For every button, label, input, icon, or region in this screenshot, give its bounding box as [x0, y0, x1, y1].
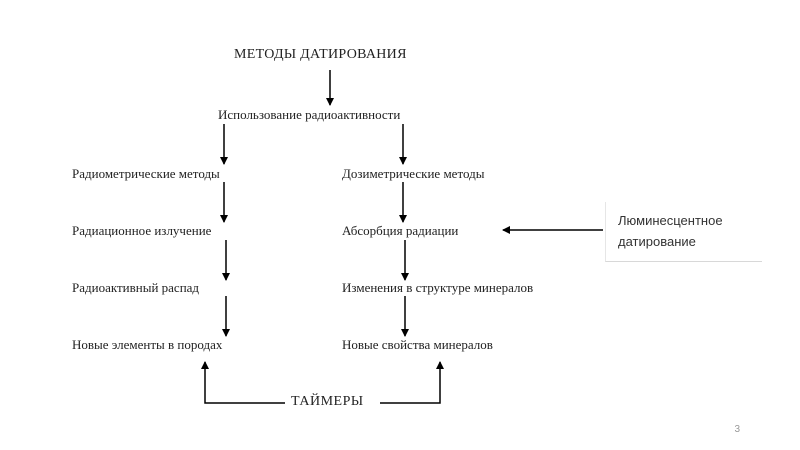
subtitle-label: Использование радиоактивности — [218, 107, 401, 122]
right-node-2: Абсорбция радиации — [342, 223, 459, 238]
left-node-4: Новые элементы в породах — [72, 337, 223, 352]
left-node-3: Радиоактивный распад — [72, 280, 200, 295]
diagram-title: МЕТОДЫ ДАТИРОВАНИЯ — [234, 47, 407, 62]
right-node-1: Дозиметрические методы — [342, 166, 485, 181]
left-node-1: Радиометрические методы — [72, 166, 220, 181]
luminescence-label: Люминесцентное датирование — [618, 213, 723, 249]
right-node-3: Изменения в структуре минералов — [342, 280, 534, 295]
left-node-2: Радиационное излучение — [72, 223, 212, 238]
arrow-timers-to-right — [380, 361, 444, 404]
page-number: 3 — [734, 424, 740, 435]
right-node-4: Новые свойства минералов — [342, 337, 493, 352]
timers-label: ТАЙМЕРЫ — [291, 394, 364, 409]
luminescence-box: Люминесцентное датирование — [605, 202, 762, 262]
arrow-timers-to-left — [201, 361, 285, 404]
